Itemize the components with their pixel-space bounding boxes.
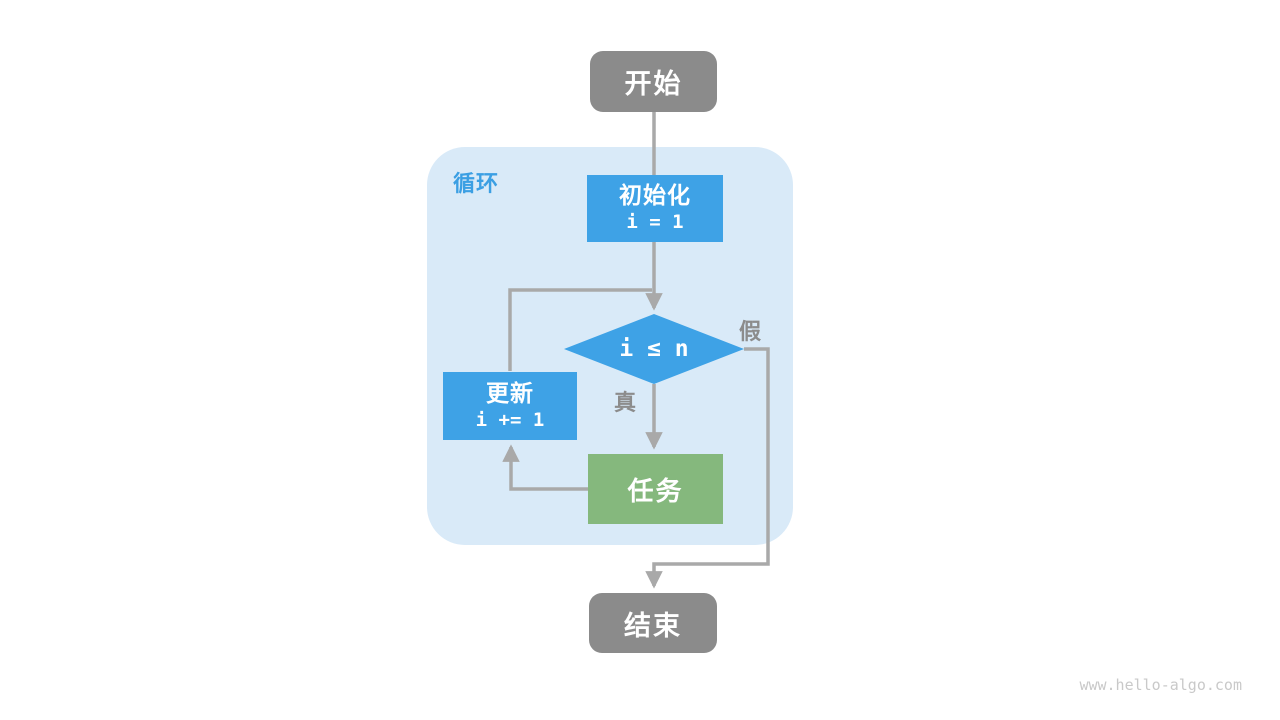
start-node: 开始	[590, 51, 717, 112]
condition-diamond-shape	[564, 314, 744, 384]
update-node-label: 更新	[486, 379, 534, 406]
edge-task-to-update	[502, 444, 588, 491]
update-node: 更新 i += 1	[443, 372, 577, 440]
end-node: 结束	[589, 593, 717, 653]
true-branch-label: 真	[614, 390, 637, 415]
task-node: 任务	[588, 454, 723, 524]
edge-condition-false-to-end	[645, 347, 770, 589]
loop-container-label: 循环	[453, 171, 500, 196]
watermark-text: www.hello-algo.com	[1079, 676, 1242, 694]
end-node-label: 结束	[624, 610, 682, 641]
task-node-label: 任务	[627, 475, 684, 506]
init-node-code: i = 1	[626, 211, 684, 234]
edge-update-loopback	[508, 288, 652, 371]
init-node: 初始化 i = 1	[587, 175, 723, 242]
start-node-label: 开始	[624, 69, 683, 99]
condition-node-code: i ≤ n	[619, 336, 689, 362]
condition-node: i ≤ n	[564, 314, 744, 384]
false-branch-label: 假	[739, 319, 762, 344]
init-node-label: 初始化	[619, 182, 691, 209]
update-node-code: i += 1	[475, 408, 545, 431]
